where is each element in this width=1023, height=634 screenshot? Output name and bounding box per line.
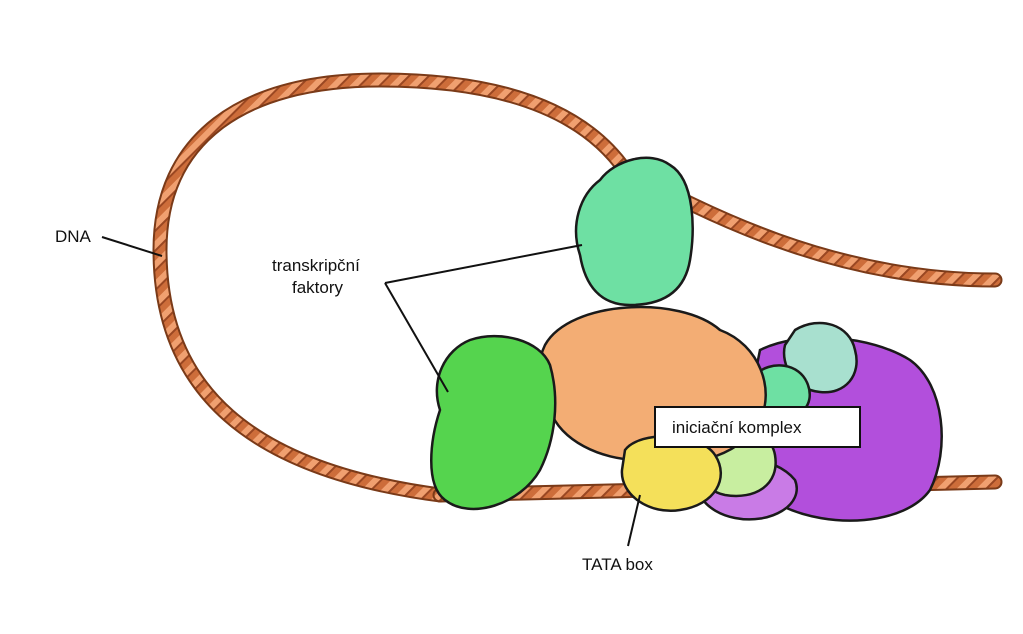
dna-leader-line	[101, 236, 163, 257]
initiation-complex-label-box	[654, 406, 861, 448]
dna-loop-texture	[154, 74, 1001, 501]
dna-label: DNA	[55, 227, 92, 246]
tata-box-leader-line	[627, 494, 641, 547]
initiation-complex-annotation: iniciační komplex	[654, 406, 861, 448]
dna-annotation: DNA	[55, 227, 163, 257]
initiation-complex-proteins	[430, 156, 943, 522]
tata-box-label: TATA box	[582, 555, 653, 574]
transcription-factor-top	[574, 156, 694, 307]
tata-box-annotation: TATA box	[582, 494, 653, 574]
transcription-factors-label-line2: faktory	[292, 278, 344, 297]
transcription-factor-left	[430, 335, 557, 511]
initiation-complex-label: iniciační komplex	[672, 418, 802, 437]
transcription-factors-leader-top	[384, 244, 583, 284]
transcription-factors-annotation: transkripční faktory	[272, 244, 583, 393]
transcription-factors-leader-left	[384, 282, 449, 393]
transcription-factors-label-line1: transkripční	[272, 256, 360, 275]
